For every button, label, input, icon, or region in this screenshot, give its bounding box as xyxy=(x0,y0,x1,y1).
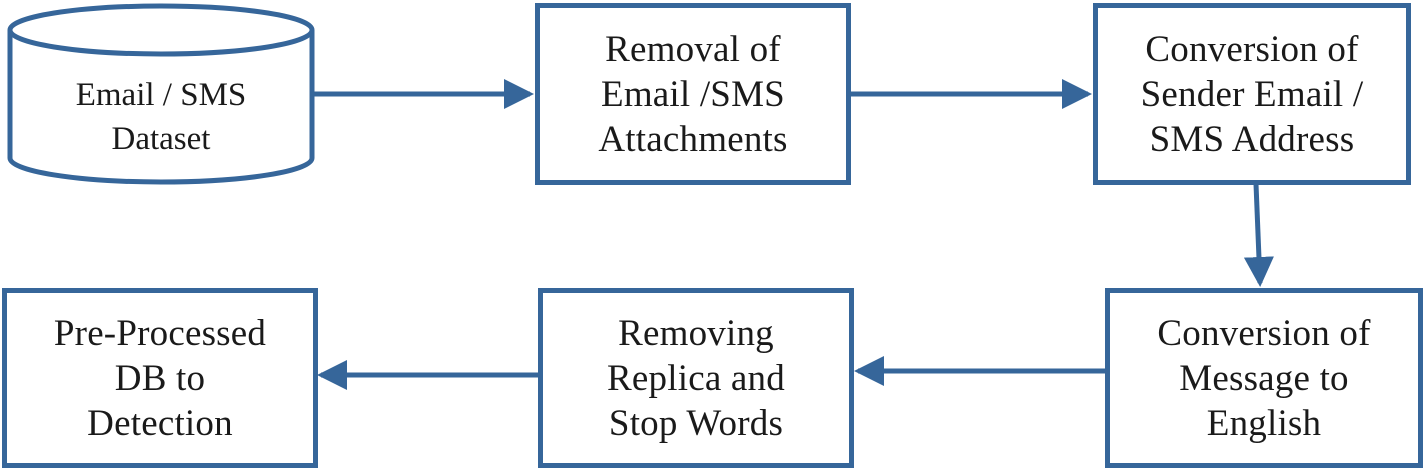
conversion-sender-label: Conversion of Sender Email / SMS Address xyxy=(1140,28,1364,160)
preprocessed-db-label: Pre-Processed DB to Detection xyxy=(53,312,267,444)
removal-attachments-label: Removal of Email /SMS Attachments xyxy=(598,28,788,160)
conversion-message-node: Conversion of Message to English xyxy=(1105,288,1423,468)
dataset-cylinder-body xyxy=(7,30,315,185)
dataset-cylinder xyxy=(7,3,315,185)
dataset-cylinder-top xyxy=(7,3,315,57)
preprocessed-db-node: Pre-Processed DB to Detection xyxy=(2,288,318,468)
conversion-message-label: Conversion of Message to English xyxy=(1157,312,1371,444)
removal-attachments-node: Removal of Email /SMS Attachments xyxy=(535,3,851,185)
dataset-label: Email / SMS Dataset xyxy=(75,77,247,157)
removing-replica-node: Removing Replica and Stop Words xyxy=(538,288,854,468)
conversion-sender-node: Conversion of Sender Email / SMS Address xyxy=(1093,3,1411,185)
edge-conversion-sender-to-conversion-message xyxy=(1243,183,1274,287)
removing-replica-label: Removing Replica and Stop Words xyxy=(607,312,785,444)
